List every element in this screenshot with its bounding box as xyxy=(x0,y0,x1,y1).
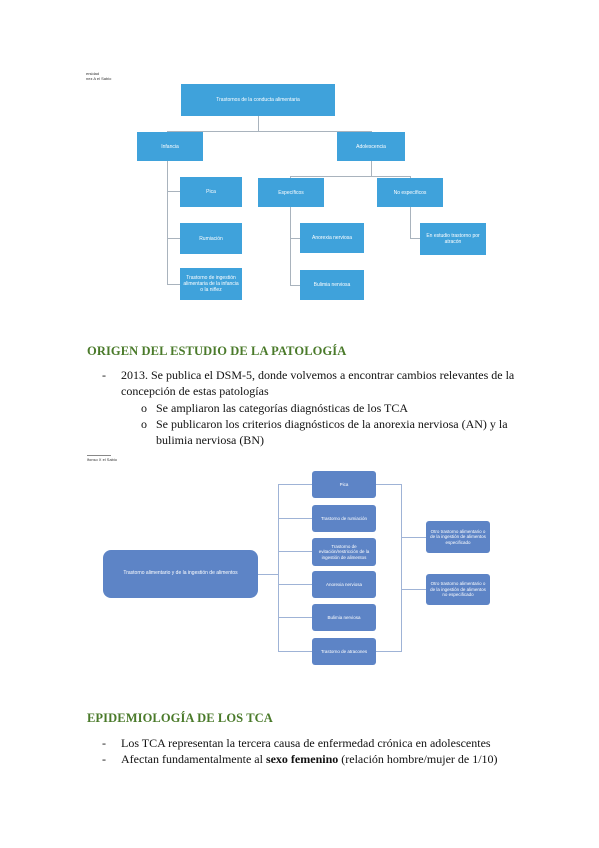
bullet-text-bold: sexo femenino xyxy=(265,752,339,766)
diagram2-otro-no-especificado-box: Otro trastorno alimentario o de la inges… xyxy=(426,574,490,605)
diagram1-infancia-box: Infancia xyxy=(137,132,203,161)
diagram1-en-estudio-box: En estudio trastorno por atracón xyxy=(420,223,486,255)
section2-bullet-1: - Los TCA representan la tercera causa d… xyxy=(102,736,522,752)
diagram1-pica-box: Pica xyxy=(180,177,242,207)
diagram2-pica-box: Pica xyxy=(312,471,376,498)
diagram1-corner-label-1: ersidad xyxy=(86,71,100,76)
diagram2-otro-especificado-box: Otro trastorno alimentario o de la inges… xyxy=(426,521,490,553)
section1-subitem-2: o Se publicaron los criterios diagnóstic… xyxy=(141,417,521,449)
diagram1-trastorno-ingestion-box: Trastorno de ingestión alimentaria de la… xyxy=(180,268,242,300)
diagram1-bulimia-box: Bulimia nerviosa xyxy=(300,270,364,300)
diagram1-rumiacion-box: Rumiación xyxy=(180,223,242,254)
bullet-dash: - xyxy=(102,368,106,382)
bullet-line-2: concepción de estas patologías xyxy=(121,384,269,398)
diagram1-root-box: Trastornos de la conducta alimentaria xyxy=(181,84,335,116)
diagram1-anorexia-box: Anorexia nerviosa xyxy=(300,223,364,253)
diagram1-especificos-box: Específicos xyxy=(258,178,324,207)
bullet-text-pre: Afectan fundamentalmente al xyxy=(121,752,266,766)
diagram1-corner-label-2: nez A el Sabio xyxy=(86,76,112,81)
diagram2-corner-rule xyxy=(87,455,111,456)
sub-marker: o xyxy=(141,401,147,415)
section1-bullet: - 2013. Se publica el DSM-5, donde volve… xyxy=(102,368,522,400)
bullet-text: Los TCA representan la tercera causa de … xyxy=(121,736,491,750)
section2-heading: EPIDEMIOLOGÍA DE LOS TCA xyxy=(87,711,273,725)
diagram1-adolescencia-box: Adolescencia xyxy=(337,132,405,161)
diagram2-atracones-box: Trastorno de atracones xyxy=(312,638,376,665)
sub-text: Se ampliaron las categorías diagnósticas… xyxy=(156,401,409,415)
diagram2-corner-label: lfonso X el Sabio xyxy=(87,457,118,462)
section1-heading: ORIGEN DEL ESTUDIO DE LA PATOLOGÍA xyxy=(87,344,347,358)
diagram2-rumiacion-box: Trastorno de rumiación xyxy=(312,505,376,532)
diagram1-no-especificos-box: No específicos xyxy=(377,178,443,207)
sub-text-line-2: bulimia nerviosa (BN) xyxy=(156,433,264,447)
bullet-line-1: 2013. Se publica el DSM-5, donde volvemo… xyxy=(121,368,515,382)
section2-bullet-2: - Afectan fundamentalmente al sexo femen… xyxy=(102,752,522,768)
diagram2-evitacion-box: Trastorno de evitación/restricción de la… xyxy=(312,538,376,566)
sub-text-line-1: Se publicaron los criterios diagnósticos… xyxy=(156,417,508,431)
section1-subitem-1: o Se ampliaron las categorías diagnóstic… xyxy=(141,401,521,417)
bullet-text-post: (relación hombre/mujer de 1/10) xyxy=(338,752,498,766)
bullet-dash: - xyxy=(102,736,106,750)
diagram2-root-box: Trastorno alimentario y de la ingestión … xyxy=(103,550,258,598)
bullet-text: Afectan fundamentalmente al sexo femenin… xyxy=(121,752,521,768)
sub-marker: o xyxy=(141,417,147,431)
diagram2-anorexia-box: Anorexia nerviosa xyxy=(312,571,376,598)
bullet-dash: - xyxy=(102,752,106,766)
diagram2-bulimia-box: Bulimia nerviosa xyxy=(312,604,376,631)
